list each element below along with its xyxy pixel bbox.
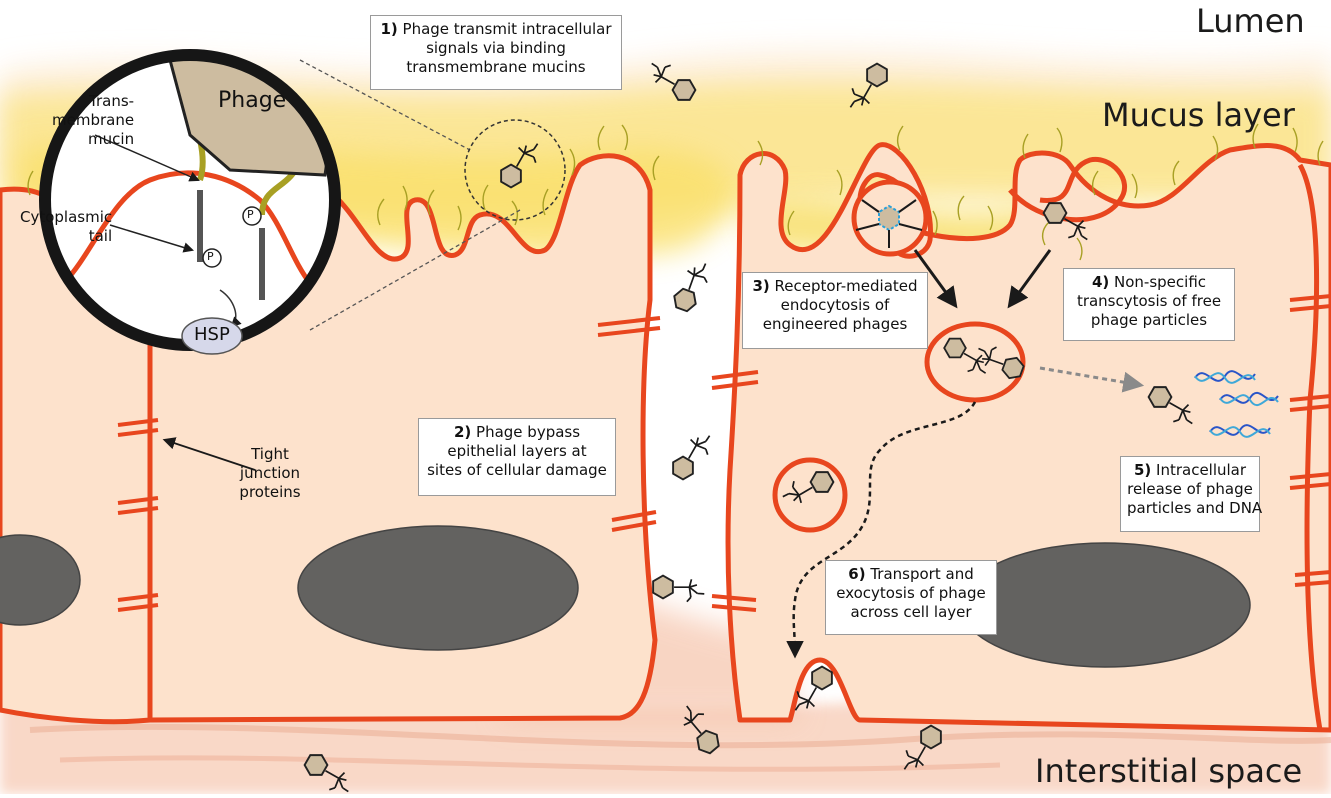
phospho-label-1: P xyxy=(207,250,214,263)
step-1-text: Phage transmit intracellular signals via… xyxy=(403,20,612,76)
lumen-label: Lumen xyxy=(1196,2,1305,40)
interstitial-space-label: Interstitial space xyxy=(1035,752,1302,790)
step-2-box: 2) Phage bypass epithelial layers at sit… xyxy=(418,418,616,496)
step-3-text: Receptor-mediated endocytosis of enginee… xyxy=(763,277,918,333)
hsp-label: HSP xyxy=(194,324,230,345)
inset-mucin-label: Trans- membrane mucin xyxy=(52,92,134,149)
step-6-number: 6) xyxy=(848,565,865,583)
inset-phage-label: Phage xyxy=(218,88,286,113)
inset-tail-label: Cytoplasmic tail xyxy=(20,208,112,246)
step-2-number: 2) xyxy=(454,423,471,441)
step-5-box: 5) Intracellular release of phage partic… xyxy=(1120,456,1260,532)
step-1-number: 1) xyxy=(380,20,397,38)
step-4-number: 4) xyxy=(1092,273,1109,291)
step-3-box: 3) Receptor-mediated endocytosis of engi… xyxy=(742,272,928,349)
mucus-layer-label: Mucus layer xyxy=(1102,96,1295,134)
step-5-number: 5) xyxy=(1134,461,1151,479)
phospho-label-2: P xyxy=(247,208,254,221)
step-6-box: 6) Transport and exocytosis of phage acr… xyxy=(825,560,997,635)
tight-junction-label: Tight junction proteins xyxy=(230,445,310,502)
step-3-number: 3) xyxy=(752,277,769,295)
step-4-box: 4) Non-specific transcytosis of free pha… xyxy=(1063,268,1235,341)
step-1-box: 1) Phage transmit intracellular signals … xyxy=(370,15,622,90)
